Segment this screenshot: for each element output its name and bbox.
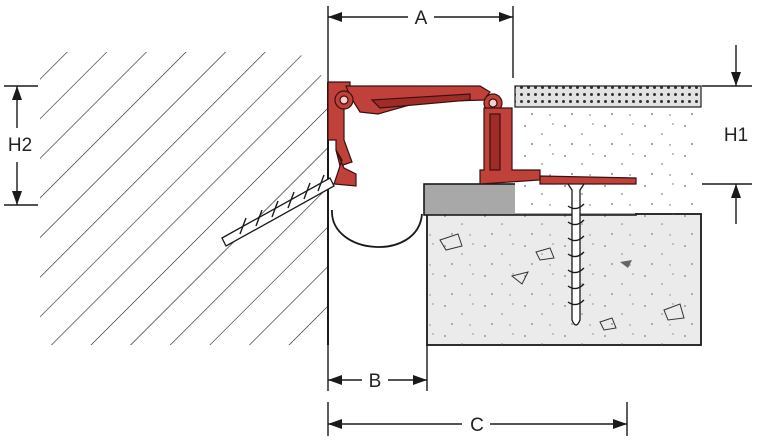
- dimension-h2-label: H2: [8, 135, 32, 156]
- dimension-h1: [702, 45, 752, 224]
- dimension-c-label: C: [470, 415, 484, 436]
- dimension-a-label: A: [415, 8, 428, 29]
- tile-bedding: [515, 107, 701, 213]
- expansion-profile: [327, 81, 637, 187]
- floor-tile: [514, 85, 702, 108]
- floor-screw: [564, 180, 588, 326]
- dimension-b-label: B: [369, 371, 382, 392]
- concrete-slab: [426, 213, 702, 346]
- backer-rod: [331, 209, 423, 248]
- dimension-a: [327, 6, 514, 82]
- dimension-h1-label: H1: [724, 125, 748, 146]
- dimension-c: [327, 402, 628, 436]
- left-wall: [40, 52, 329, 345]
- dimension-h2: [4, 85, 38, 206]
- dimension-b: [327, 345, 428, 391]
- wall-anchor-screw: [221, 174, 335, 247]
